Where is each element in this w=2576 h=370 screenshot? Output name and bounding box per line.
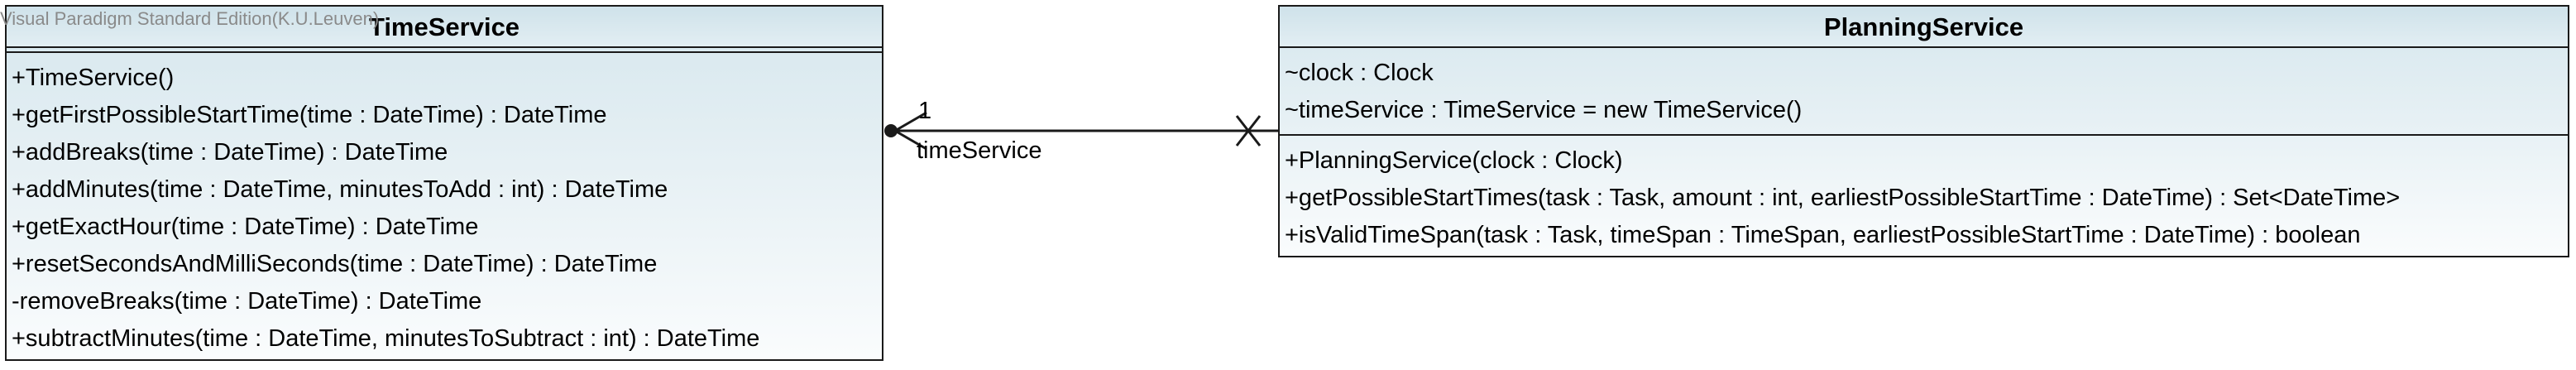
operation: +TimeService() [12,65,175,91]
attributes-compartment [7,48,882,53]
ownership-dot-icon [884,124,898,137]
operations-compartment: +PlanningService(clock : Clock) +getPoss… [1280,136,2568,259]
attribute: ~clock : Clock [1285,60,1434,86]
operation: +subtractMinutes(time : DateTime, minute… [12,325,760,352]
association-role-name: timeService [917,137,1042,164]
non-navigable-x-icon [1235,115,1262,147]
operations-compartment: +TimeService() +getFirstPossibleStartTim… [7,53,882,363]
operation: -removeBreaks(time : DateTime) : DateTim… [12,288,482,315]
operation: +addMinutes(time : DateTime, minutesToAd… [12,176,668,203]
association-multiplicity: 1 [918,98,932,124]
operation: +addBreaks(time : DateTime) : DateTime [12,139,448,166]
attribute: ~timeService : TimeService = new TimeSer… [1285,97,1803,123]
class-planning-service[interactable]: PlanningService ~clock : Clock ~timeServ… [1278,5,2569,257]
attributes-compartment: ~clock : Clock ~timeService : TimeServic… [1280,48,2568,136]
watermark: Visual Paradigm Standard Edition(K.U.Leu… [0,8,380,29]
class-name: PlanningService [1280,7,2568,48]
operation: +PlanningService(clock : Clock) [1285,147,1623,174]
operation: +getFirstPossibleStartTime(time : DateTi… [12,102,607,128]
operation: +getPossibleStartTimes(task : Task, amou… [1285,185,2401,211]
operation: +isValidTimeSpan(task : Task, timeSpan :… [1285,222,2361,248]
class-time-service[interactable]: TimeService +TimeService() +getFirstPoss… [5,5,883,361]
operation: +getExactHour(time : DateTime) : DateTim… [12,214,479,240]
non-navigable-x-icon [1235,115,1262,147]
operation: +resetSecondsAndMilliSeconds(time : Date… [12,251,658,277]
class-name: TimeService [7,7,882,48]
